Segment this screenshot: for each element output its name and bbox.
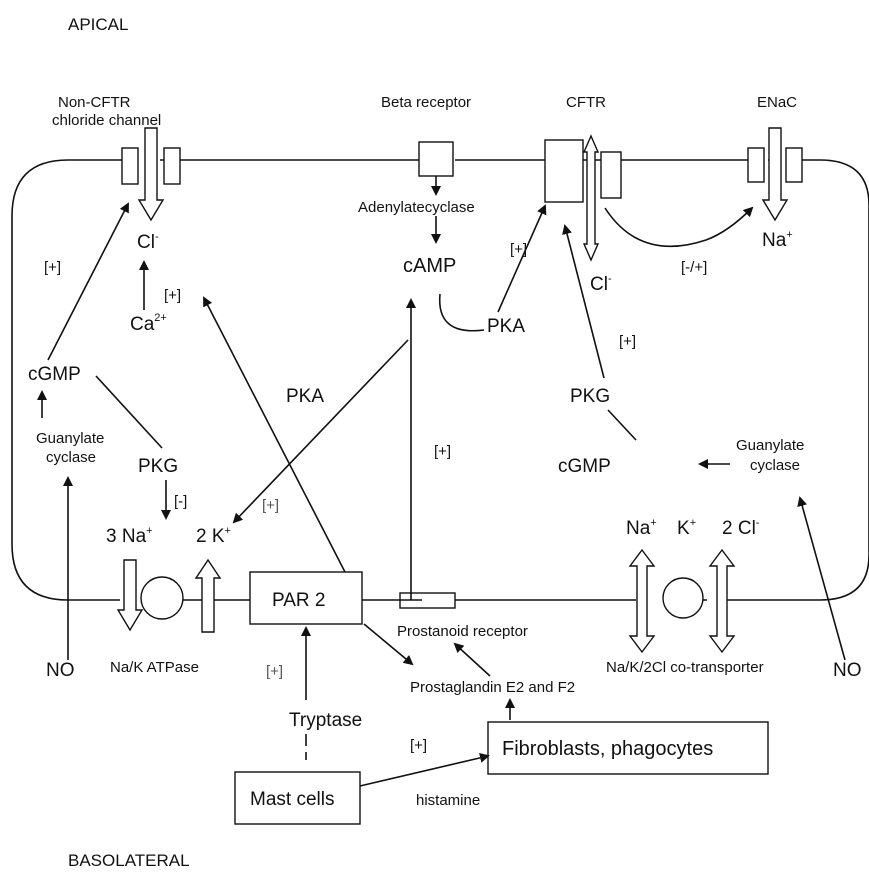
arrow-no-to-guanylate-right [797,496,846,661]
arrow-par2-to-ca [203,296,346,573]
guanylate-label-left: Guanylate [36,430,104,447]
arrow-pka-to-cftr [497,204,547,313]
arrow-prostaglandin-to-receptor [453,642,491,677]
plus-sign-histamine: [+] [410,737,427,754]
adenylatecyclase-label: Adenylatecyclase [358,199,475,216]
cotransporter-k-label: K+ [677,517,696,539]
pka-label-right: PKA [487,316,525,337]
plus-sign-par2-k: [+] [262,497,279,514]
plus-sign-par2-ca: [+] [164,287,181,304]
beta-receptor [418,141,454,177]
na-k-atpase-label: Na/K ATPase [110,659,199,676]
link-camp-to-pka [438,293,485,332]
histamine-label: histamine [416,792,480,809]
plus-sign-prostanoid: [+] [434,443,451,460]
fibroblasts-box [487,721,769,775]
prostaglandin-label: Prostaglandin E2 and F2 [410,679,575,696]
arrow-cftr-to-enac [604,206,754,248]
non-cftr-channel [121,127,181,222]
cl-ion-cftr: Cl- [590,273,612,295]
arrow-pkg-to-cftr [562,224,605,379]
mast-cells-box [234,771,361,825]
prostanoid-receptor-label: Prostanoid receptor [397,623,528,640]
minus-plus-sign: [-/+] [681,259,707,276]
two-k-label: 2 K+ [196,525,231,547]
par2-label: PAR 2 [272,590,326,611]
link-cgmp-to-pkg [607,409,637,441]
cyclase-label-right: cyclase [750,457,800,474]
cgmp-label-right: cGMP [558,456,611,477]
cotransporter-label: Na/K/2Cl co-transporter [606,659,764,676]
pkg-label-right: PKG [570,386,610,407]
cftr-channel [544,134,622,262]
na-ion-enac: Na+ [762,229,793,251]
tryptase-label: Tryptase [289,710,362,731]
cotransporter-na-label: Na+ [626,517,657,539]
apical-label: APICAL [68,15,128,34]
arrow-par2-to-prostaglandin [363,623,414,666]
enac-channel [747,127,803,222]
cgmp-label-left: cGMP [28,364,81,385]
cotransporter-cl-label: 2 Cl- [722,517,760,539]
arrow-camp-pka-to-k [232,339,409,524]
beta-receptor-label: Beta receptor [381,94,471,111]
no-label-left: NO [46,660,75,681]
plus-sign-cgmp: [+] [44,259,61,276]
plus-sign-pka-cftr: [+] [510,241,527,258]
arrow-cgmp-to-channel [47,202,129,361]
non-cftr-label-2: chloride channel [52,112,161,129]
pka-label-left: PKA [286,386,324,407]
mast-cells-label: Mast cells [250,789,334,810]
guanylate-label-right: Guanylate [736,437,804,454]
plus-sign-tryptase: [+] [266,663,283,680]
pkg-label-left: PKG [138,456,178,477]
cftr-label: CFTR [566,94,606,111]
cyclase-label-left: cyclase [46,449,96,466]
na-k-2cl-cotransporter [628,548,736,654]
minus-sign-pkg: [-] [174,493,187,510]
link-cgmp-to-pkg-left [95,375,163,449]
three-na-label: 3 Na+ [106,525,153,547]
fibroblasts-label: Fibroblasts, phagocytes [502,738,713,760]
pathway-arrows [37,176,846,787]
no-label-right: NO [833,660,862,681]
non-cftr-label-1: Non-CFTR [58,94,131,111]
na-k-atpase-pump [116,558,222,633]
cl-ion-left: Cl- [137,231,159,253]
arrow-mast-to-fibroblasts [359,752,490,787]
plus-sign-pkg-cftr: [+] [619,333,636,350]
camp-label: cAMP [403,255,456,277]
ca-ion: Ca2+ [130,312,167,335]
par2-box [249,571,363,625]
enac-label: ENaC [757,94,797,111]
basolateral-label: BASOLATERAL [68,851,190,869]
